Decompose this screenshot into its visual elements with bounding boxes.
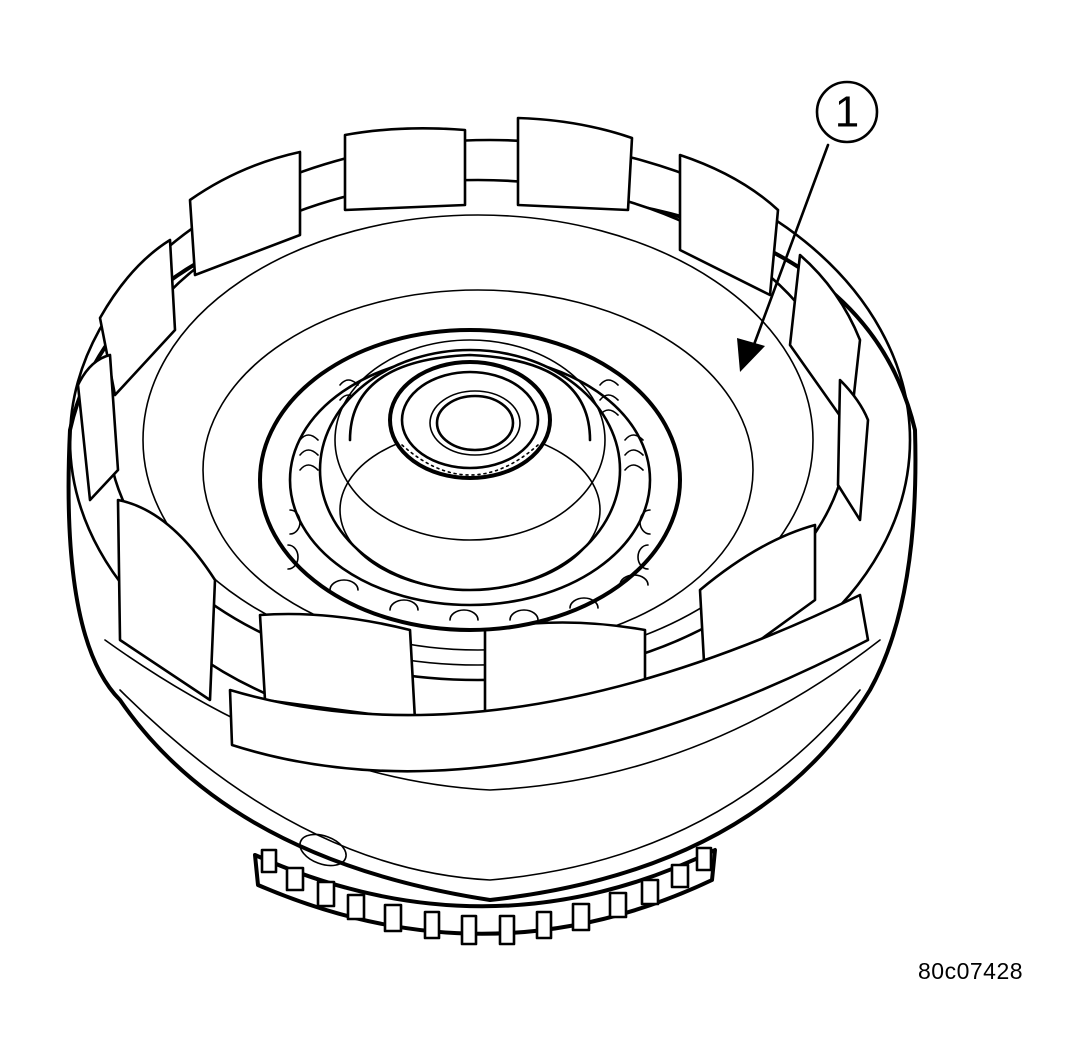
center-hub	[318, 339, 622, 592]
clutch-tabs	[76, 116, 870, 773]
callout-arrowhead	[737, 338, 765, 372]
figure-reference-code: 80c07428	[918, 958, 1024, 984]
bottom-gear-teeth	[253, 846, 717, 946]
callout-1: 1	[737, 80, 879, 372]
callout-number: 1	[835, 88, 859, 137]
